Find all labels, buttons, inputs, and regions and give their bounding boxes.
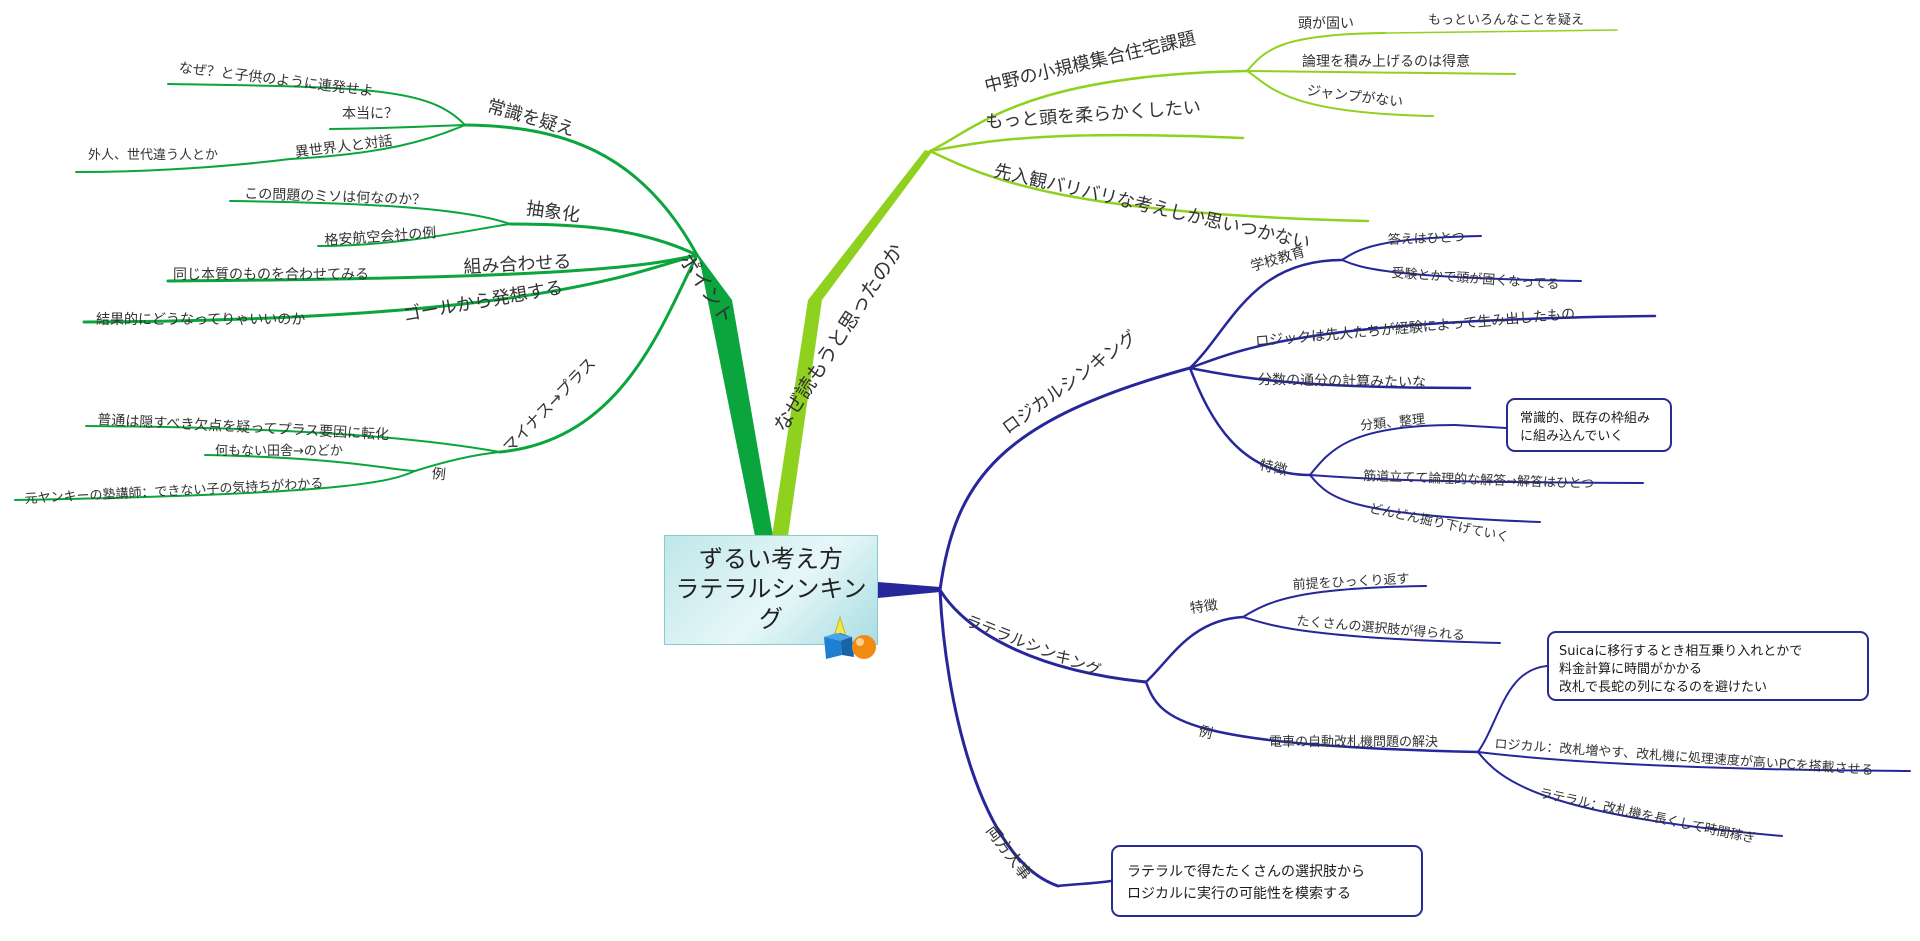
connector-line-1 xyxy=(928,133,1245,153)
central-topic-line-3: グ xyxy=(759,605,783,633)
kumiawase-onaji[interactable]: 同じ本質のものを合わせてみる xyxy=(173,267,369,283)
connector-line-17 xyxy=(498,253,699,454)
logical-bunsu[interactable]: 分数の通分の計算みたいな xyxy=(1257,372,1427,391)
connector-line-37 xyxy=(1144,680,1480,754)
connector-line-10 xyxy=(289,124,466,160)
connector-line-40 xyxy=(1477,751,1783,837)
rei-callout-line-3: 改札で長蛇の列になるのを避けたい xyxy=(1559,680,1768,695)
ryoho-callout-line-1: ラテラルで得たたくさんの選択肢から xyxy=(1127,864,1365,880)
rei-densha[interactable]: 電車の自動改札機問題の解決 xyxy=(1269,735,1439,750)
connector-line-9 xyxy=(329,124,466,130)
connector-line-6 xyxy=(1246,70,1434,117)
connector-line-32 xyxy=(1309,474,1541,523)
connector-line-15 xyxy=(166,253,699,283)
connector-line-27 xyxy=(1188,366,1472,390)
connector-line-35 xyxy=(1242,585,1427,618)
tokucho-callout[interactable]: 常識的、既存の枠組み に組み込んでいく xyxy=(1506,398,1672,452)
connector-line-39 xyxy=(1477,751,1911,772)
central-topic-line-2: ラテラルシンキン xyxy=(675,575,867,603)
trunk-point xyxy=(692,246,773,536)
ryoho-callout-line-2: ロジカルに実行の可能性を模索する xyxy=(1127,886,1351,902)
connector-line-5 xyxy=(1246,70,1516,75)
connector-line-16 xyxy=(82,253,699,324)
nakano-ronri[interactable]: 論理を積み上げるのは得意 xyxy=(1302,54,1470,70)
nakano-atama[interactable]: 頭が固い xyxy=(1298,16,1354,32)
rei-callout[interactable]: Suicaに移行するとき相互乗り入れとかで 料金計算に時間がかかる 改札で長蛇の… xyxy=(1547,631,1869,701)
connector-line-12 xyxy=(508,222,699,257)
rei-callout-line-1: Suicaに移行するとき相互乗り入れとかで xyxy=(1559,644,1803,659)
connector-line-41 xyxy=(938,588,1060,888)
minus-inaka[interactable]: 何もない田舎→のどか xyxy=(215,444,343,459)
connector-line-25 xyxy=(1341,259,1582,282)
connector-line-34 xyxy=(1144,615,1245,684)
rei-callout-line-2: 料金計算に時間がかかる xyxy=(1559,662,1703,677)
gakko-kotae[interactable]: 答えはひとつ xyxy=(1387,230,1466,248)
minus-rei[interactable]: 例 xyxy=(430,466,447,484)
connector-line-0 xyxy=(928,69,1249,153)
connector-line-42 xyxy=(1056,879,1113,888)
connector-line-8 xyxy=(167,83,466,126)
connector-line-24 xyxy=(1341,235,1482,261)
lateral-tokucho-label[interactable]: 特徴 xyxy=(1188,597,1219,617)
connector-line-11 xyxy=(75,158,291,173)
connector-line-22 xyxy=(938,366,1192,592)
joushiki-hontou[interactable]: 本当に？ xyxy=(342,106,398,122)
ryoho-callout[interactable]: ラテラルで得たたくさんの選択肢から ロジカルに実行の可能性を模索する xyxy=(1111,845,1423,917)
connector-line-26 xyxy=(1188,314,1657,370)
tokucho-callout-line-1: 常識的、既存の枠組み xyxy=(1520,411,1651,426)
connector-line-38 xyxy=(1477,665,1548,753)
connector-line-7 xyxy=(463,123,699,257)
shapes-icon xyxy=(824,615,876,659)
connector-line-23 xyxy=(1188,258,1344,370)
trunk-right xyxy=(878,582,940,598)
nakano-iron[interactable]: もっといろんなことを疑え xyxy=(1428,13,1585,28)
tokucho-callout-line-2: に組み込んでいく xyxy=(1520,429,1624,444)
connector-line-13 xyxy=(229,200,511,225)
connector-line-29 xyxy=(1309,424,1456,476)
trunk-naze xyxy=(772,150,932,536)
connector-line-28 xyxy=(1188,366,1312,477)
connector-line-3 xyxy=(1246,32,1386,72)
joushiki-gaijin[interactable]: 外人、世代違う人とか xyxy=(88,148,219,163)
connector-line-19 xyxy=(414,451,501,472)
connector-line-18 xyxy=(85,425,501,453)
connector-line-20 xyxy=(204,454,416,472)
connector-line-33 xyxy=(938,588,1148,684)
connector-line-21 xyxy=(14,470,416,501)
connector-line-4 xyxy=(1384,29,1618,34)
connector-line-36 xyxy=(1242,616,1501,644)
connector-line-30 xyxy=(1454,424,1507,429)
central-topic-line-1: ずるい考え方 xyxy=(699,545,843,573)
goal-kekka[interactable]: 結果的にどうなってりゃいいのか xyxy=(96,312,306,328)
connector-line-14 xyxy=(317,223,511,247)
connector-line-31 xyxy=(1309,474,1644,484)
connector-line-2 xyxy=(928,149,1370,223)
